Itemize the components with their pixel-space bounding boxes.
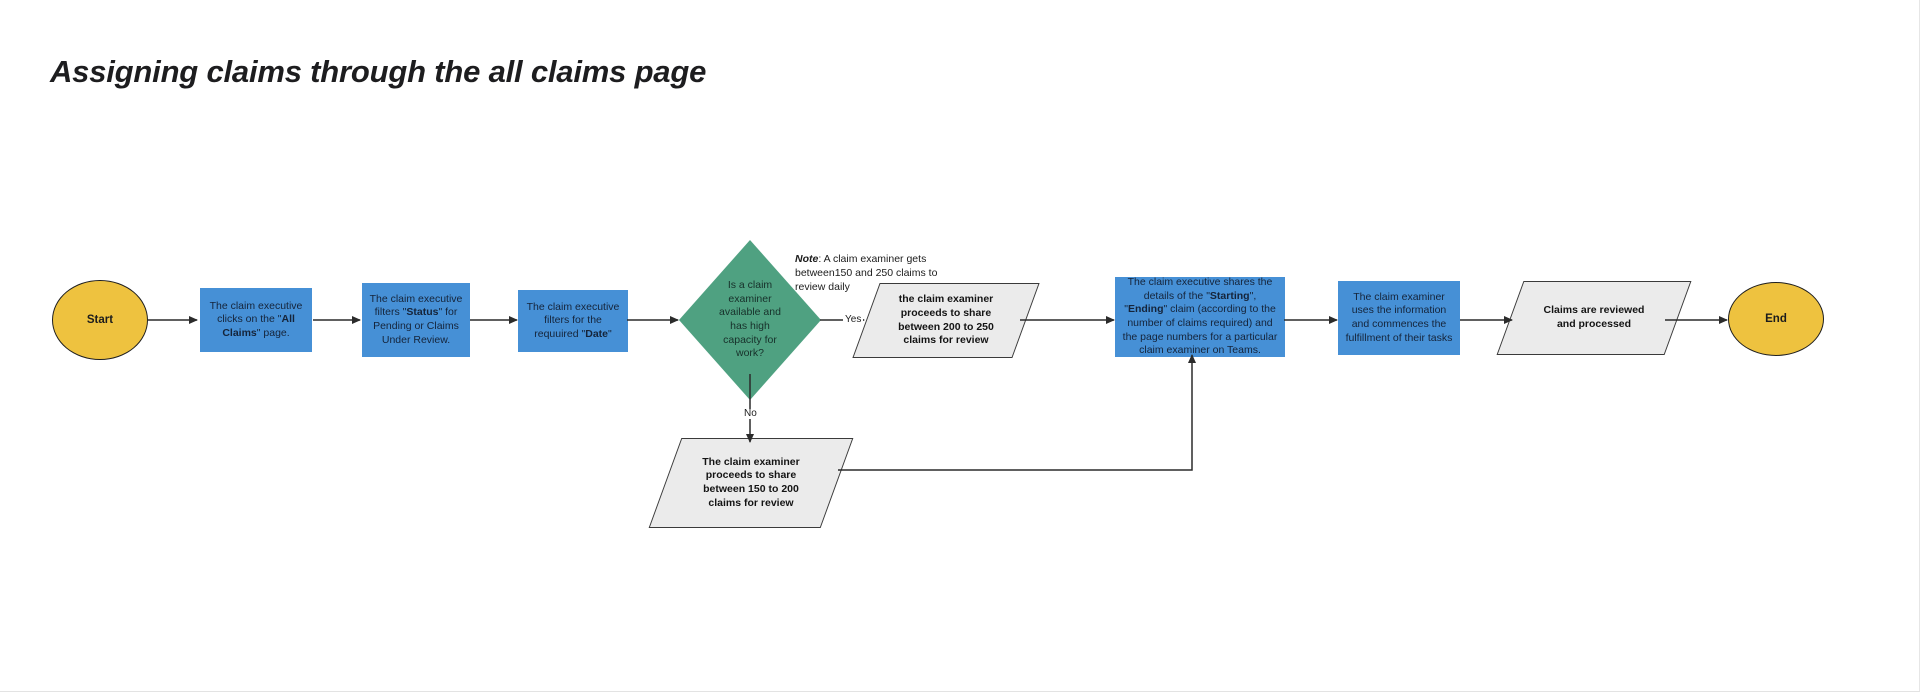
node-start[interactable]: Start — [52, 280, 148, 360]
note-text: A claim examiner gets between150 and 250… — [795, 253, 938, 294]
node-process-examiner-fulfills-label: The claim examiner uses the information … — [1345, 290, 1453, 344]
node-end[interactable]: End — [1728, 282, 1824, 356]
node-process-filter-date-label: The claim executive filters for the requ… — [526, 300, 620, 340]
node-data-claims-processed[interactable]: Claims are reviewed and processed — [1496, 281, 1692, 355]
edge-no-to-p4 — [838, 354, 1196, 471]
node-process-share-details[interactable]: The claim executive shares the details o… — [1115, 276, 1285, 357]
node-start-label: Start — [86, 313, 114, 326]
parallelogram-icon — [1496, 281, 1692, 355]
node-end-label: End — [1765, 312, 1787, 325]
node-process-examiner-fulfills[interactable]: The claim examiner uses the information … — [1338, 281, 1460, 355]
note-label: Note — [795, 253, 819, 265]
node-process-all-claims[interactable]: The claim executive clicks on the "All C… — [200, 288, 312, 352]
node-data-share-150-200[interactable]: The claim examiner proceeds to share bet… — [648, 438, 854, 528]
node-process-all-claims-label: The claim executive clicks on the "All C… — [209, 299, 303, 339]
parallelogram-icon — [852, 283, 1040, 358]
note-separator: : — [818, 253, 824, 265]
node-process-share-details-label: The claim executive shares the details o… — [1122, 276, 1278, 357]
page-title: Assigning claims through the all claims … — [50, 54, 707, 89]
node-process-filter-status-label: The claim executive filters "Status" for… — [369, 292, 463, 346]
edge-label-yes: Yes — [843, 314, 864, 325]
parallelogram-icon — [648, 438, 854, 528]
node-data-share-200-250[interactable]: the claim examiner proceeds to share bet… — [852, 283, 1040, 358]
node-process-filter-status[interactable]: The claim executive filters "Status" for… — [362, 283, 470, 357]
note-annotation: Note: A claim examiner gets between150 a… — [795, 252, 945, 294]
node-process-filter-date[interactable]: The claim executive filters for the requ… — [518, 290, 628, 352]
edge-label-no: No — [742, 408, 759, 419]
